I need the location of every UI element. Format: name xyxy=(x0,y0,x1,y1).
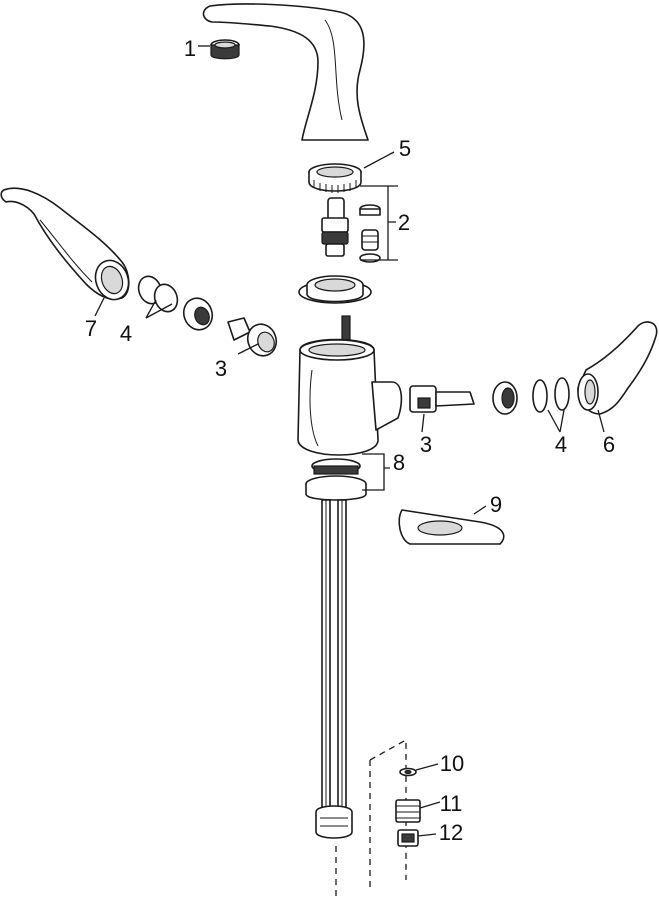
part-4-left-orings xyxy=(137,275,179,313)
left-cap xyxy=(182,297,214,331)
leader-lines xyxy=(94,45,605,837)
part-9-mounting-plate xyxy=(398,509,505,545)
part-1-aerator xyxy=(210,39,240,60)
callout-10: 10 xyxy=(440,751,464,776)
part-8-base-fitting xyxy=(305,458,367,501)
callout-5: 5 xyxy=(399,136,411,161)
part-5-ring-nut xyxy=(308,163,362,193)
callout-3-right: 3 xyxy=(420,432,432,457)
part-3-left-cartridge xyxy=(227,317,278,357)
bearing-ring xyxy=(298,275,372,304)
callout-2: 2 xyxy=(398,210,410,235)
callout-6: 6 xyxy=(603,432,615,457)
callout-4-right: 4 xyxy=(555,432,567,457)
callout-9: 9 xyxy=(490,492,502,517)
supply-hoses xyxy=(315,499,353,839)
part-3-right-cartridge xyxy=(409,385,475,413)
callout-12: 12 xyxy=(439,820,463,845)
callout-7: 7 xyxy=(85,316,97,341)
right-cap xyxy=(492,381,518,415)
part-7-left-handle xyxy=(0,187,130,301)
callout-4-left: 4 xyxy=(120,321,132,346)
callout-8: 8 xyxy=(393,450,405,475)
faucet-body xyxy=(297,315,403,456)
callout-3-left: 3 xyxy=(215,356,227,381)
callout-11: 11 xyxy=(440,791,463,816)
part-10-washer xyxy=(399,767,417,777)
part-11-nipple xyxy=(395,799,421,823)
part-12-reducer xyxy=(397,829,419,847)
spout xyxy=(202,3,369,141)
part-6-right-handle xyxy=(577,321,658,415)
part-2-valve-group xyxy=(321,197,381,263)
callout-1: 1 xyxy=(184,36,196,61)
part-4-right-orings xyxy=(532,377,570,413)
